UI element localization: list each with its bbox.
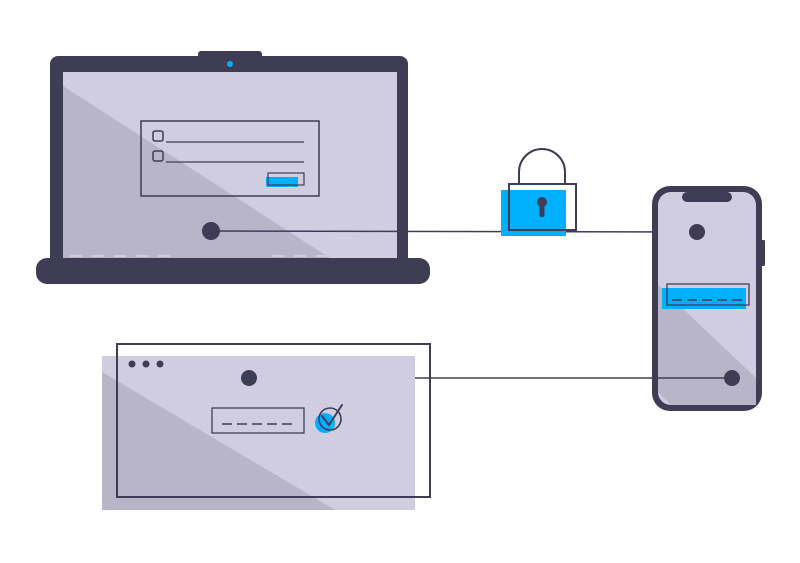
laptop-base bbox=[36, 258, 430, 284]
padlock-shackle bbox=[518, 148, 566, 184]
checkbox-icon bbox=[152, 130, 164, 142]
padlock-body-outline bbox=[508, 183, 577, 231]
window-dot-icon bbox=[156, 360, 164, 368]
keyhole-icon bbox=[537, 197, 547, 207]
check-circle-outline bbox=[318, 407, 342, 431]
phone-node-dot-top bbox=[689, 224, 705, 240]
laptop-webcam-bar bbox=[198, 51, 262, 61]
webcam-icon bbox=[227, 61, 233, 67]
laptop-screen-shadow bbox=[63, 86, 330, 258]
window-dot-icon bbox=[128, 360, 136, 368]
browser-window-shadow bbox=[102, 372, 335, 510]
laptop bbox=[36, 51, 430, 284]
padlock-body-accent bbox=[501, 190, 566, 236]
browser-code-field bbox=[211, 407, 305, 434]
phone-notch bbox=[682, 192, 732, 202]
smartphone bbox=[652, 186, 765, 411]
browser-window bbox=[102, 343, 431, 510]
submit-highlight bbox=[266, 177, 298, 187]
phone-code-highlight bbox=[662, 288, 746, 309]
window-dot-icon bbox=[142, 360, 150, 368]
phone-side-button bbox=[761, 240, 765, 266]
login-form-icon bbox=[140, 120, 320, 197]
checkmark-icon bbox=[321, 404, 343, 426]
browser-node-dot bbox=[241, 370, 257, 386]
browser-window-outline bbox=[116, 343, 431, 498]
submit-button-outline bbox=[267, 172, 305, 186]
check-circle-accent bbox=[315, 413, 335, 433]
phone-code-field bbox=[666, 283, 750, 306]
keyhole-slot bbox=[539, 204, 545, 217]
connector-line-laptop-phone bbox=[210, 230, 698, 233]
login-form-panel bbox=[140, 120, 320, 197]
padlock-icon bbox=[501, 148, 577, 236]
checkbox-icon bbox=[152, 150, 164, 162]
check-circle-icon bbox=[315, 404, 343, 433]
